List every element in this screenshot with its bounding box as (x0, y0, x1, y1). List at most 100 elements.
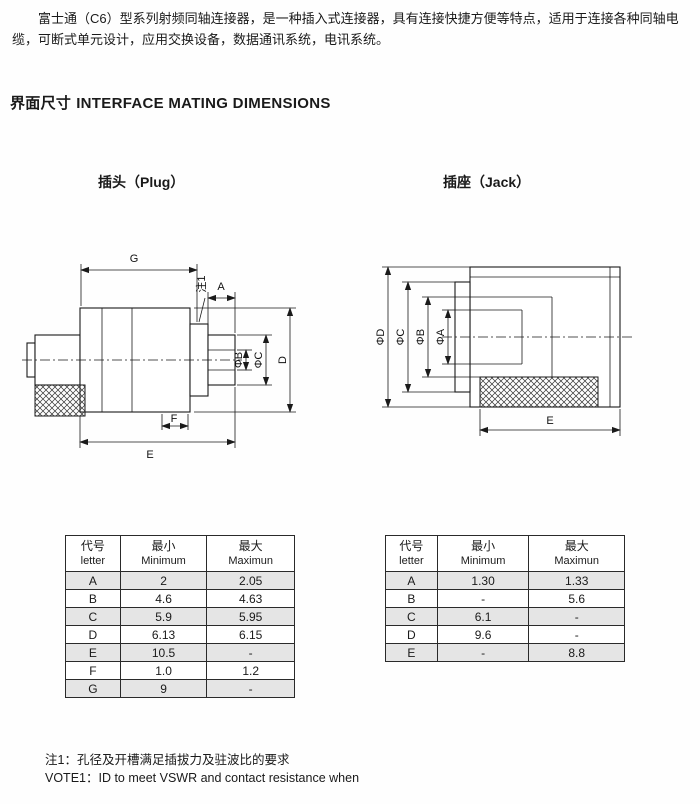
cell-max: 4.63 (206, 589, 295, 608)
jack-dim-phi-c: ΦC (395, 281, 455, 393)
cell-max: - (206, 679, 295, 698)
cell-max: - (206, 643, 295, 662)
cell-min: 10.5 (119, 643, 208, 662)
cell-max: - (528, 625, 625, 644)
cell-letter: C (65, 607, 121, 626)
jack-heading: 插座（Jack） (443, 174, 531, 190)
cell-min: 4.6 (119, 589, 208, 608)
plug-body-outline (22, 307, 242, 417)
jack-table: 代号 letter 最小 Minimum 最大 Maximun A 1.30 1… (385, 535, 625, 662)
cell-letter: C (385, 607, 438, 626)
cell-min: 9.6 (436, 625, 530, 644)
cell-max: 6.15 (206, 625, 295, 644)
plug-dim-a: A (207, 281, 236, 333)
cell-max: 5.95 (206, 607, 295, 626)
footnotes: 注1：孔径及开槽满足插拔力及驻波比的要求 VOTE1：ID to meet VS… (45, 751, 359, 787)
dim-label-phi-b: ΦB (415, 329, 427, 345)
plug-dim-f: F (161, 413, 189, 430)
plug-col-letter-cn: 代号 (80, 539, 105, 553)
cell-letter: D (65, 625, 121, 644)
cell-letter: B (65, 589, 121, 608)
plug-col-min: 最小 Minimum (119, 535, 208, 572)
jack-col-min-cn: 最小 (471, 539, 496, 553)
cell-min: 6.1 (436, 607, 530, 626)
section-title-en: INTERFACE MATING DIMENSIONS (76, 95, 331, 112)
cell-max: 2.05 (206, 571, 295, 590)
cell-min: 1.30 (436, 571, 530, 590)
section-title-cn: 界面尺寸 (10, 95, 72, 112)
plug-note1-callout: 注1 (194, 275, 208, 323)
cell-min: 5.9 (119, 607, 208, 626)
plug-table: 代号 letter 最小 Minimum 最大 Maximun A 2 2.05 (65, 535, 295, 698)
cell-letter: B (385, 589, 438, 608)
table-row: G 9 - (65, 679, 295, 698)
plug-table-header-row: 代号 letter 最小 Minimum 最大 Maximun (65, 535, 295, 572)
table-row: D 6.13 6.15 (65, 625, 295, 644)
jack-dim-phi-a: ΦA (435, 309, 455, 365)
plug-col-max-en: Maximun (228, 555, 273, 567)
cell-letter: G (65, 679, 121, 698)
plug-col-min-en: Minimum (141, 555, 186, 567)
dim-label-f: F (171, 413, 178, 425)
table-row: F 1.0 1.2 (65, 661, 295, 680)
dim-label-e: E (546, 415, 553, 427)
plug-heading: 插头（Plug） (98, 174, 185, 190)
cable-hatch-area (34, 384, 86, 417)
cell-letter: A (65, 571, 121, 590)
jack-col-min-en: Minimum (460, 555, 506, 567)
table-row: A 2 2.05 (65, 571, 295, 590)
dim-label-phi-d: ΦD (375, 329, 387, 346)
cell-letter: F (65, 661, 121, 680)
plug-dim-d: D (194, 307, 296, 413)
dim-label-a: A (217, 281, 225, 293)
jack-hatch-area (479, 376, 599, 408)
jack-col-letter-cn: 代号 (399, 539, 424, 553)
cell-letter: A (385, 571, 438, 590)
jack-col-letter-en: letter (399, 555, 424, 567)
plug-col-max-cn: 最大 (238, 539, 263, 553)
jack-dim-phi-b: ΦB (415, 296, 455, 378)
footnote-en: VOTE1：ID to meet VSWR and contact resist… (45, 771, 360, 785)
jack-dim-e: E (479, 409, 621, 436)
table-row: C 5.9 5.95 (65, 607, 295, 626)
table-row: D 9.6 - (385, 625, 625, 644)
cell-max: 1.2 (206, 661, 295, 680)
plug-dim-phi-c: ΦC (237, 334, 272, 386)
jack-col-max-cn: 最大 (564, 539, 589, 553)
cell-min: - (436, 589, 530, 608)
cell-min: 1.0 (119, 661, 208, 680)
cell-max: 1.33 (528, 571, 625, 590)
cell-max: - (528, 607, 625, 626)
dim-label-g: G (130, 253, 139, 265)
jack-col-letter: 代号 letter (385, 535, 438, 572)
jack-col-max: 最大 Maximun (528, 535, 625, 572)
plug-col-letter-en: letter (80, 555, 106, 567)
intro-paragraph: 富士通（C6）型系列射频同轴连接器，是一种插入式连接器，具有连接快捷方便等特点，… (12, 11, 679, 47)
table-row: B 4.6 4.63 (65, 589, 295, 608)
table-row: A 1.30 1.33 (385, 571, 625, 590)
cell-letter: E (65, 643, 121, 662)
jack-col-max-en: Maximun (554, 555, 599, 567)
dim-label-d: D (277, 356, 289, 364)
jack-col-min: 最小 Minimum (436, 535, 530, 572)
jack-dim-phi-d: ΦD (375, 266, 470, 408)
plug-col-min-cn: 最小 (151, 539, 176, 553)
cell-max: 8.8 (528, 643, 625, 662)
table-row: C 6.1 - (385, 607, 625, 626)
dim-label-e: E (146, 449, 153, 461)
plug-dim-e: E (79, 387, 236, 461)
jack-dimension-drawing: ΦD ΦC ΦB ΦA E (375, 266, 634, 436)
cell-letter: E (385, 643, 438, 662)
note1-label: 注1 (194, 275, 208, 292)
table-row: B - 5.6 (385, 589, 625, 608)
cell-min: 9 (119, 679, 208, 698)
dim-label-phi-a: ΦA (435, 328, 447, 345)
cell-letter: D (385, 625, 438, 644)
cell-min: 6.13 (119, 625, 208, 644)
cell-min: 2 (119, 571, 208, 590)
plug-dim-phi-b: ΦB (233, 349, 252, 371)
cell-min: - (436, 643, 530, 662)
jack-body-outline (442, 266, 634, 408)
